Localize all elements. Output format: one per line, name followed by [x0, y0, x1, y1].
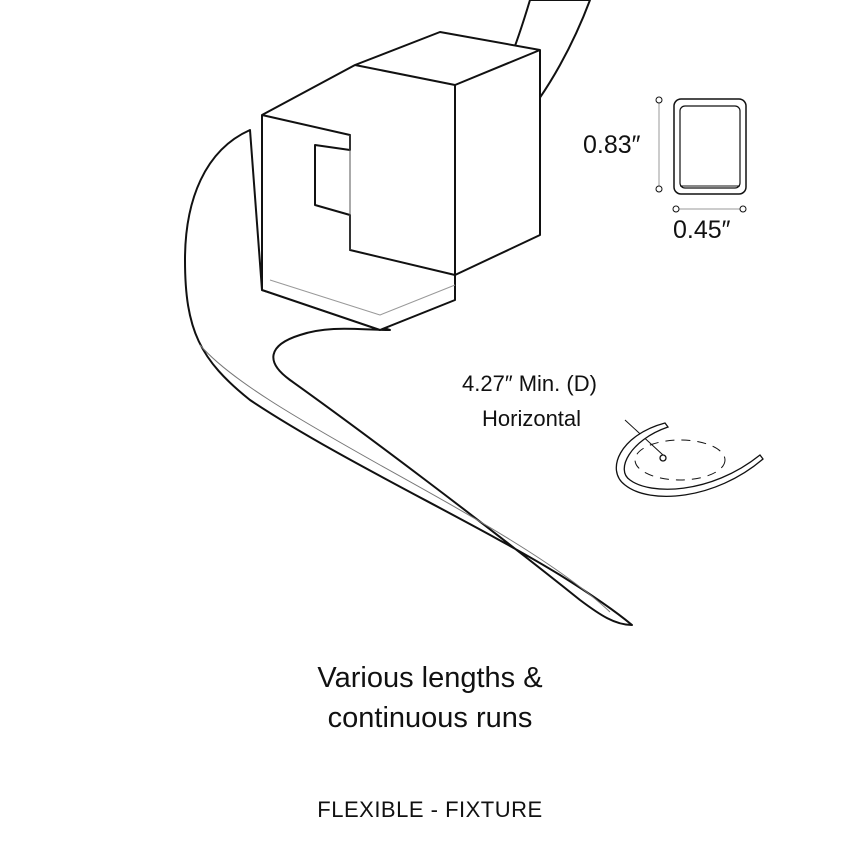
footer-label: FLEXIBLE - FIXTURE	[317, 797, 543, 822]
flex-strip	[184, 129, 633, 626]
caption-line-1: Various lengths &	[317, 662, 543, 694]
caption-line-2: continuous runs	[327, 702, 533, 734]
bend-direction-label: Horizontal	[482, 406, 582, 431]
bend-radius-label: 4.27″ Min. (D)	[462, 371, 597, 396]
height-dimension-label: 0.83″	[583, 131, 641, 159]
caption: Various lengths & continuous runs	[0, 658, 860, 738]
width-dimension-label: 0.45″	[673, 216, 731, 244]
connector-cap	[261, 31, 541, 331]
bend-radius-diagram	[615, 419, 764, 498]
profile-dimension-diagram	[655, 96, 747, 213]
